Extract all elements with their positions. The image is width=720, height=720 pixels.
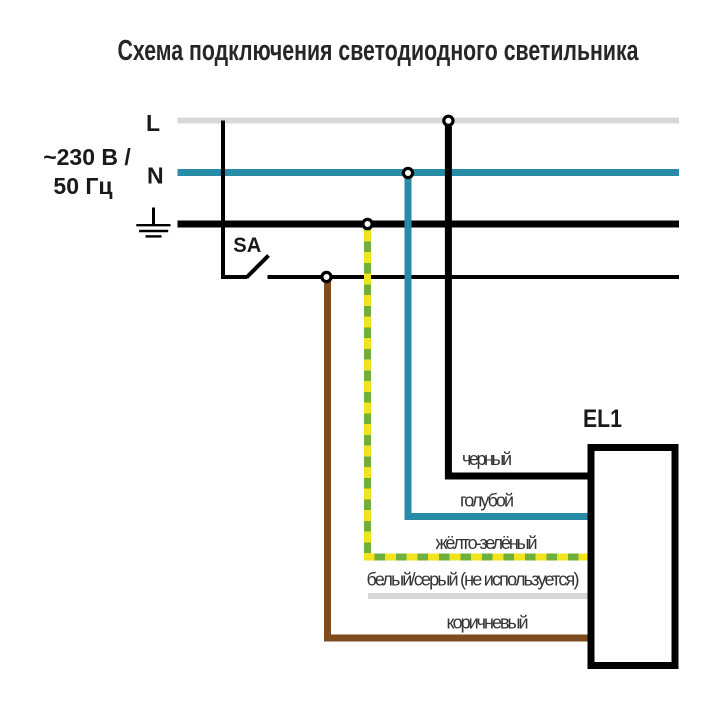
svg-text:белый/серый (не используется): белый/серый (не используется) (367, 570, 580, 590)
svg-text:EL1: EL1 (583, 405, 622, 433)
svg-text:SA: SA (233, 234, 261, 257)
svg-text:50 Гц: 50 Гц (53, 173, 112, 199)
svg-text:N: N (147, 163, 164, 189)
svg-text:голубой: голубой (460, 491, 514, 511)
svg-text:Схема подключения светодиодног: Схема подключения светодиодного светильн… (118, 35, 640, 67)
svg-text:коричневый: коричневый (447, 613, 529, 633)
svg-text:L: L (146, 110, 160, 136)
svg-text:жёлто-зелёный: жёлто-зелёный (436, 533, 538, 553)
svg-text:черный: черный (462, 449, 512, 469)
svg-text:~230 В /: ~230 В / (43, 144, 131, 170)
